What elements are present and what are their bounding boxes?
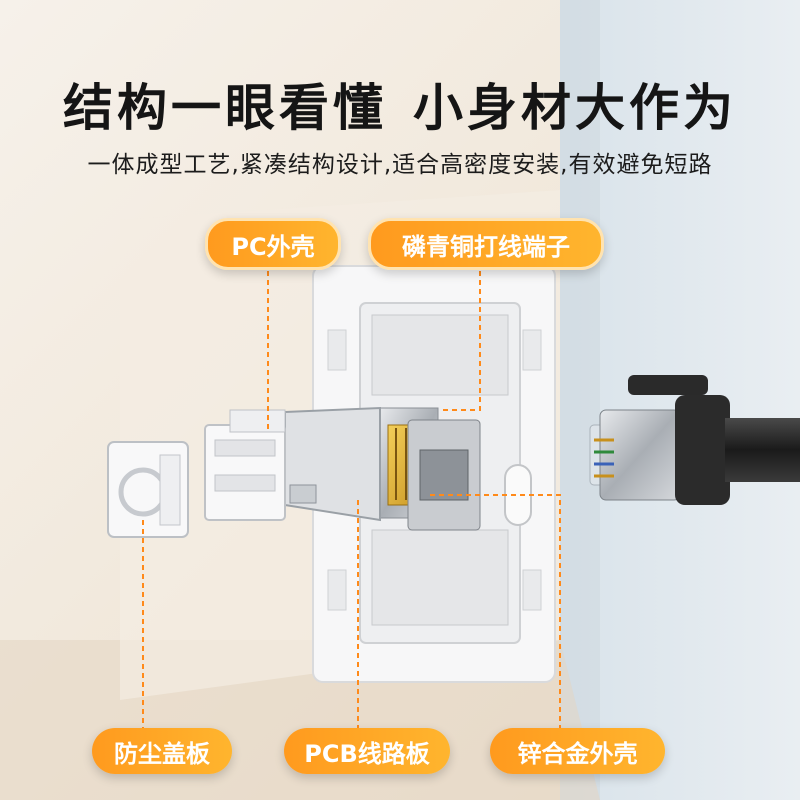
rj45-boot [675,395,730,505]
headline-left: 结构一眼看懂 [63,79,387,137]
callout-zinc-shell: 锌合金外壳 [490,728,665,774]
pc-shell-slot [214,474,276,492]
callout-pcb-board: PCB线路板 [284,728,450,774]
pc-shell-top [229,409,286,433]
plate-clip-right-2 [522,569,542,611]
pcb-bracket-tab [289,484,317,504]
network-cable [725,418,800,482]
plate-screw-slot [504,464,532,526]
pc-shell [204,424,286,521]
wall-corner-shadow [560,0,600,800]
plate-slot-bottom [371,529,509,626]
zinc-module-port [419,449,469,501]
subheadline: 一体成型工艺,紧凑结构设计,适合高密度安装,有效避免短路 [87,152,713,178]
dust-cover-latch [159,454,181,526]
headline-right: 小身材大作为 [413,79,737,137]
rj45-latch [628,375,708,395]
plate-clip-left [327,329,347,371]
headline: 结构一眼看懂小身材大作为 [0,68,800,140]
leader-line-zinc [430,494,561,728]
callout-dust-cover: 防尘盖板 [92,728,232,774]
plate-slot-top [371,314,509,396]
leader-line-bronze [440,262,481,411]
rj45-plug-metal [599,409,681,501]
plate-clip-left-2 [327,569,347,611]
plate-clip-right [522,329,542,371]
callout-phosphor-bronze: 磷青铜打线端子 [368,218,604,270]
pc-shell-slot [214,439,276,457]
callout-pc-shell: PC外壳 [205,218,341,270]
